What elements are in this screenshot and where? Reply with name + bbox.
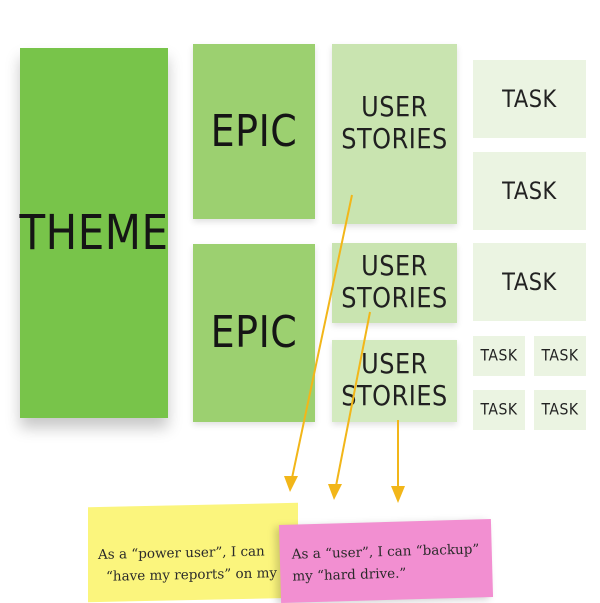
- arrow-head: [284, 476, 298, 492]
- task-note-3: TASK: [473, 243, 586, 321]
- arrow-line: [291, 194, 353, 479]
- task-label: TASK: [541, 346, 579, 366]
- epic-label: EPIC: [210, 105, 298, 156]
- task-label: TASK: [541, 400, 579, 420]
- small-task-note-1: TASK: [473, 336, 525, 376]
- small-task-note-2: TASK: [534, 336, 586, 376]
- user-story-note-2: USER STORIES: [332, 243, 457, 323]
- epic-note-1: EPIC: [193, 44, 315, 219]
- task-label: TASK: [480, 400, 518, 420]
- task-label: TASK: [502, 177, 557, 205]
- user-story-label: USER STORIES: [341, 250, 448, 315]
- task-note-1: TASK: [473, 60, 586, 138]
- user-story-note-3: USER STORIES: [332, 340, 457, 422]
- theme-note: THEME: [19, 48, 169, 418]
- theme-label: THEME: [19, 204, 169, 261]
- user-story-label: USER STORIES: [341, 348, 448, 413]
- task-label: TASK: [502, 268, 557, 296]
- arrow-line: [335, 311, 371, 487]
- small-task-note-4: TASK: [534, 390, 586, 430]
- epic-note-2: EPIC: [193, 244, 315, 422]
- arrow-head: [328, 484, 342, 500]
- user-story-label: USER STORIES: [341, 90, 448, 155]
- user-story-note-1: USER STORIES: [332, 44, 457, 224]
- epic-label: EPIC: [210, 306, 298, 358]
- small-task-note-3: TASK: [473, 390, 525, 430]
- task-note-2: TASK: [473, 152, 586, 230]
- arrow-head: [391, 486, 405, 503]
- task-label: TASK: [502, 85, 557, 113]
- task-label: TASK: [480, 346, 518, 366]
